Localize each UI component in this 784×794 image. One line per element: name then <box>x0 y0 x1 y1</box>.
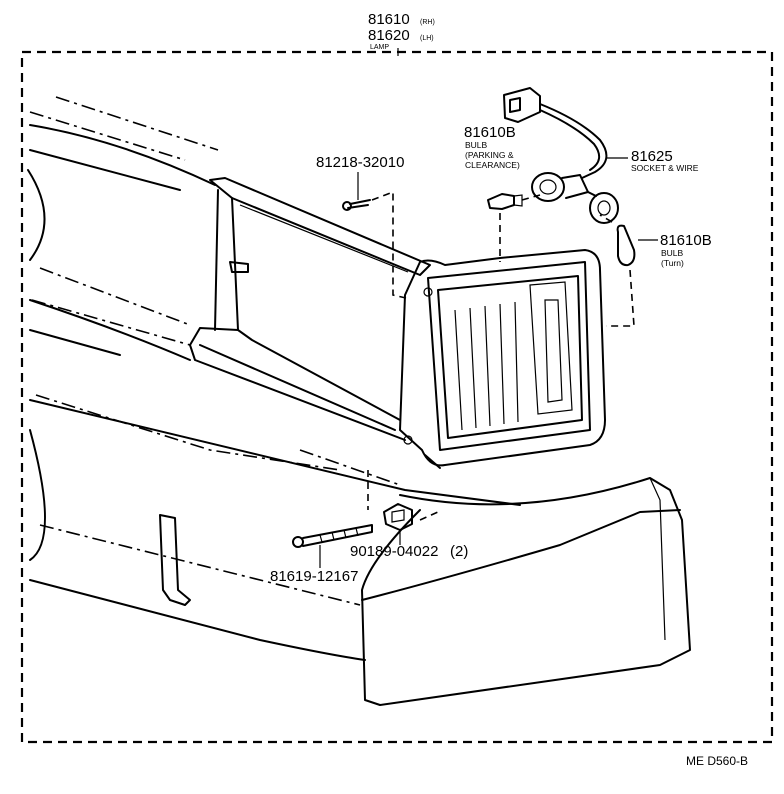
nut-quantity: (2) <box>450 543 468 560</box>
parking-bulb-line2: (PARKING & <box>465 150 514 160</box>
lamp-part-lh: 81620 <box>368 27 410 44</box>
screw-part <box>342 190 407 299</box>
lamp-housing <box>189 177 431 441</box>
bumper-strip <box>159 514 191 606</box>
lamp-lh-tag: (LH) <box>420 35 434 42</box>
turn-bulb-part-number: 81610B <box>660 232 712 249</box>
body-phantom-lines <box>29 96 401 606</box>
turn-bulb-part <box>599 214 636 327</box>
turn-bulb-line2: (Turn) <box>661 258 684 268</box>
parking-bulb-label: 81610B BULB (PARKING & CLEARANCE) <box>464 124 520 170</box>
parking-bulb-line1: BULB <box>465 140 488 150</box>
nut-part-number: 90189-04022 <box>350 543 438 560</box>
screw-label: 81218-32010 <box>316 154 404 200</box>
parking-bulb-line3: CLEARANCE) <box>465 160 520 170</box>
lamp-rh-tag: (RH) <box>420 19 435 26</box>
fender-body <box>27 124 521 661</box>
side-lamp-body <box>399 249 606 469</box>
lamp-name: LAMP <box>370 44 389 51</box>
bolt-part <box>292 524 373 548</box>
socket-name: SOCKET & WIRE <box>631 163 699 173</box>
lamp-part-rh: 81610 <box>368 11 410 28</box>
socket-label: 81625 SOCKET & WIRE <box>606 148 699 173</box>
bolt-label: 81619-12167 <box>270 545 358 585</box>
diagram-code: ME D560-B <box>686 754 748 768</box>
nut-label: 90189-04022 (2) <box>350 543 468 560</box>
parking-bulb-part-number: 81610B <box>464 124 516 141</box>
socket-wire-part <box>503 87 619 224</box>
turn-bulb-label: 81610B BULB (Turn) <box>638 232 712 268</box>
nut-part <box>367 470 439 545</box>
parking-bulb-part <box>487 193 541 262</box>
assembly-frame <box>20 50 774 744</box>
turn-bulb-line1: BULB <box>661 248 684 258</box>
bolt-part-number: 81619-12167 <box>270 568 358 585</box>
screw-part-number: 81218-32010 <box>316 154 404 171</box>
bumper-corner <box>361 477 691 706</box>
socket-part-number: 81625 <box>631 148 673 165</box>
lamp-label: 81610 (RH) 81620 (LH) LAMP <box>368 11 435 51</box>
